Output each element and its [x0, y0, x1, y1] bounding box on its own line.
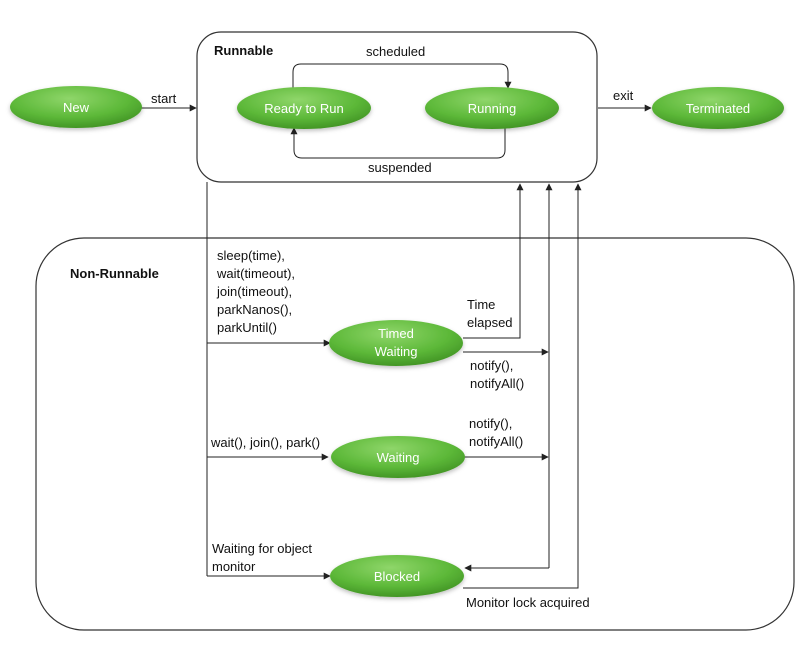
edge-suspended [290, 126, 506, 159]
state-ready-to-run-shape [237, 87, 371, 129]
label-time-elapsed-2: elapsed [467, 315, 513, 330]
runnable-title: Runnable [214, 43, 273, 58]
label-scheduled: scheduled [366, 44, 425, 59]
state-blocked-label: Blocked [374, 569, 420, 584]
state-timed-waiting-shape [329, 320, 463, 366]
label-notify-waiting-1: notify(), [469, 416, 512, 431]
state-terminated-shape [652, 87, 784, 129]
non-runnable-box [35, 237, 795, 631]
edges [130, 63, 652, 589]
state-running: Running [425, 87, 559, 129]
label-timed-call-5: parkUntil() [217, 320, 277, 335]
non-runnable-group: Non-Runnable [35, 237, 795, 631]
non-runnable-title: Non-Runnable [70, 266, 159, 281]
state-timed-waiting-label-line1: Timed [378, 326, 414, 341]
label-timed-call-4: parkNanos(), [217, 302, 292, 317]
label-timed-call-1: sleep(time), [217, 248, 285, 263]
label-start: start [151, 91, 177, 106]
label-notify-timed-1: notify(), [470, 358, 513, 373]
state-ready-to-run-label: Ready to Run [264, 101, 344, 116]
state-waiting-shape [331, 436, 465, 478]
label-blocked-reason-1: Waiting for object [212, 541, 312, 556]
state-terminated: Terminated [652, 87, 784, 129]
label-exit: exit [613, 88, 634, 103]
edge-labels: start exit scheduled suspended sleep(tim… [151, 44, 634, 610]
runnable-group: Runnable [196, 31, 598, 183]
state-running-label: Running [468, 101, 516, 116]
state-blocked-shape [330, 555, 464, 597]
edge-time-elapsed [463, 183, 524, 339]
runnable-box [196, 31, 598, 183]
label-blocked-reason-2: monitor [212, 559, 256, 574]
label-monitor-acquired: Monitor lock acquired [466, 595, 590, 610]
state-waiting: Waiting [331, 436, 465, 478]
state-blocked: Blocked [330, 555, 464, 597]
state-running-shape [425, 87, 559, 129]
state-new-label: New [63, 100, 90, 115]
state-terminated-label: Terminated [686, 101, 750, 116]
label-suspended: suspended [368, 160, 432, 175]
state-timed-waiting-label-line2: Waiting [375, 344, 418, 359]
edge-scheduled [292, 63, 512, 90]
label-timed-call-3: join(timeout), [216, 284, 292, 299]
state-timed-waiting: Timed Waiting [329, 320, 463, 366]
label-timed-call-2: wait(timeout), [216, 266, 295, 281]
label-time-elapsed-1: Time [467, 297, 495, 312]
label-notify-timed-2: notifyAll() [470, 376, 524, 391]
state-new: New [10, 86, 142, 128]
state-waiting-label: Waiting [377, 450, 420, 465]
label-notify-waiting-2: notifyAll() [469, 434, 523, 449]
label-wait-calls: wait(), join(), park() [210, 435, 320, 450]
state-new-shape [10, 86, 142, 128]
state-ready-to-run: Ready to Run [237, 87, 371, 129]
edge-monitor-acquired [463, 183, 582, 589]
